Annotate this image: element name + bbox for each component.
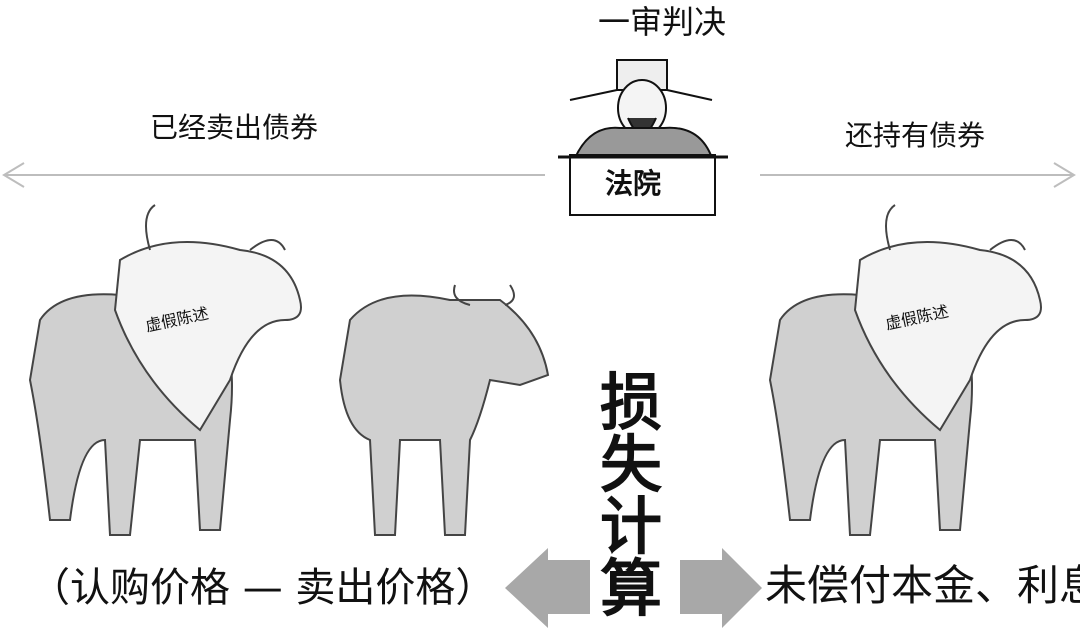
right-label: 还持有债券 — [845, 119, 986, 152]
court-bench — [569, 154, 716, 216]
right-arrow — [680, 548, 762, 628]
left-label: 已经卖出债券 — [150, 111, 319, 144]
court-label: 法院 — [605, 167, 662, 200]
cow-left — [28, 204, 302, 536]
timeline-arrow — [2, 162, 1076, 188]
judge-figure — [569, 59, 714, 159]
bottom-left-formula: （认购价格 — 卖出价格） — [30, 565, 496, 611]
left-arrow — [505, 548, 590, 628]
bottom-right-formula: 未偿付本金、利息 — [765, 561, 1080, 610]
title: 一审判决 — [598, 3, 727, 41]
center-label: 损失计算 — [600, 366, 663, 625]
cow-middle — [338, 284, 550, 536]
cow-right — [768, 204, 1042, 536]
